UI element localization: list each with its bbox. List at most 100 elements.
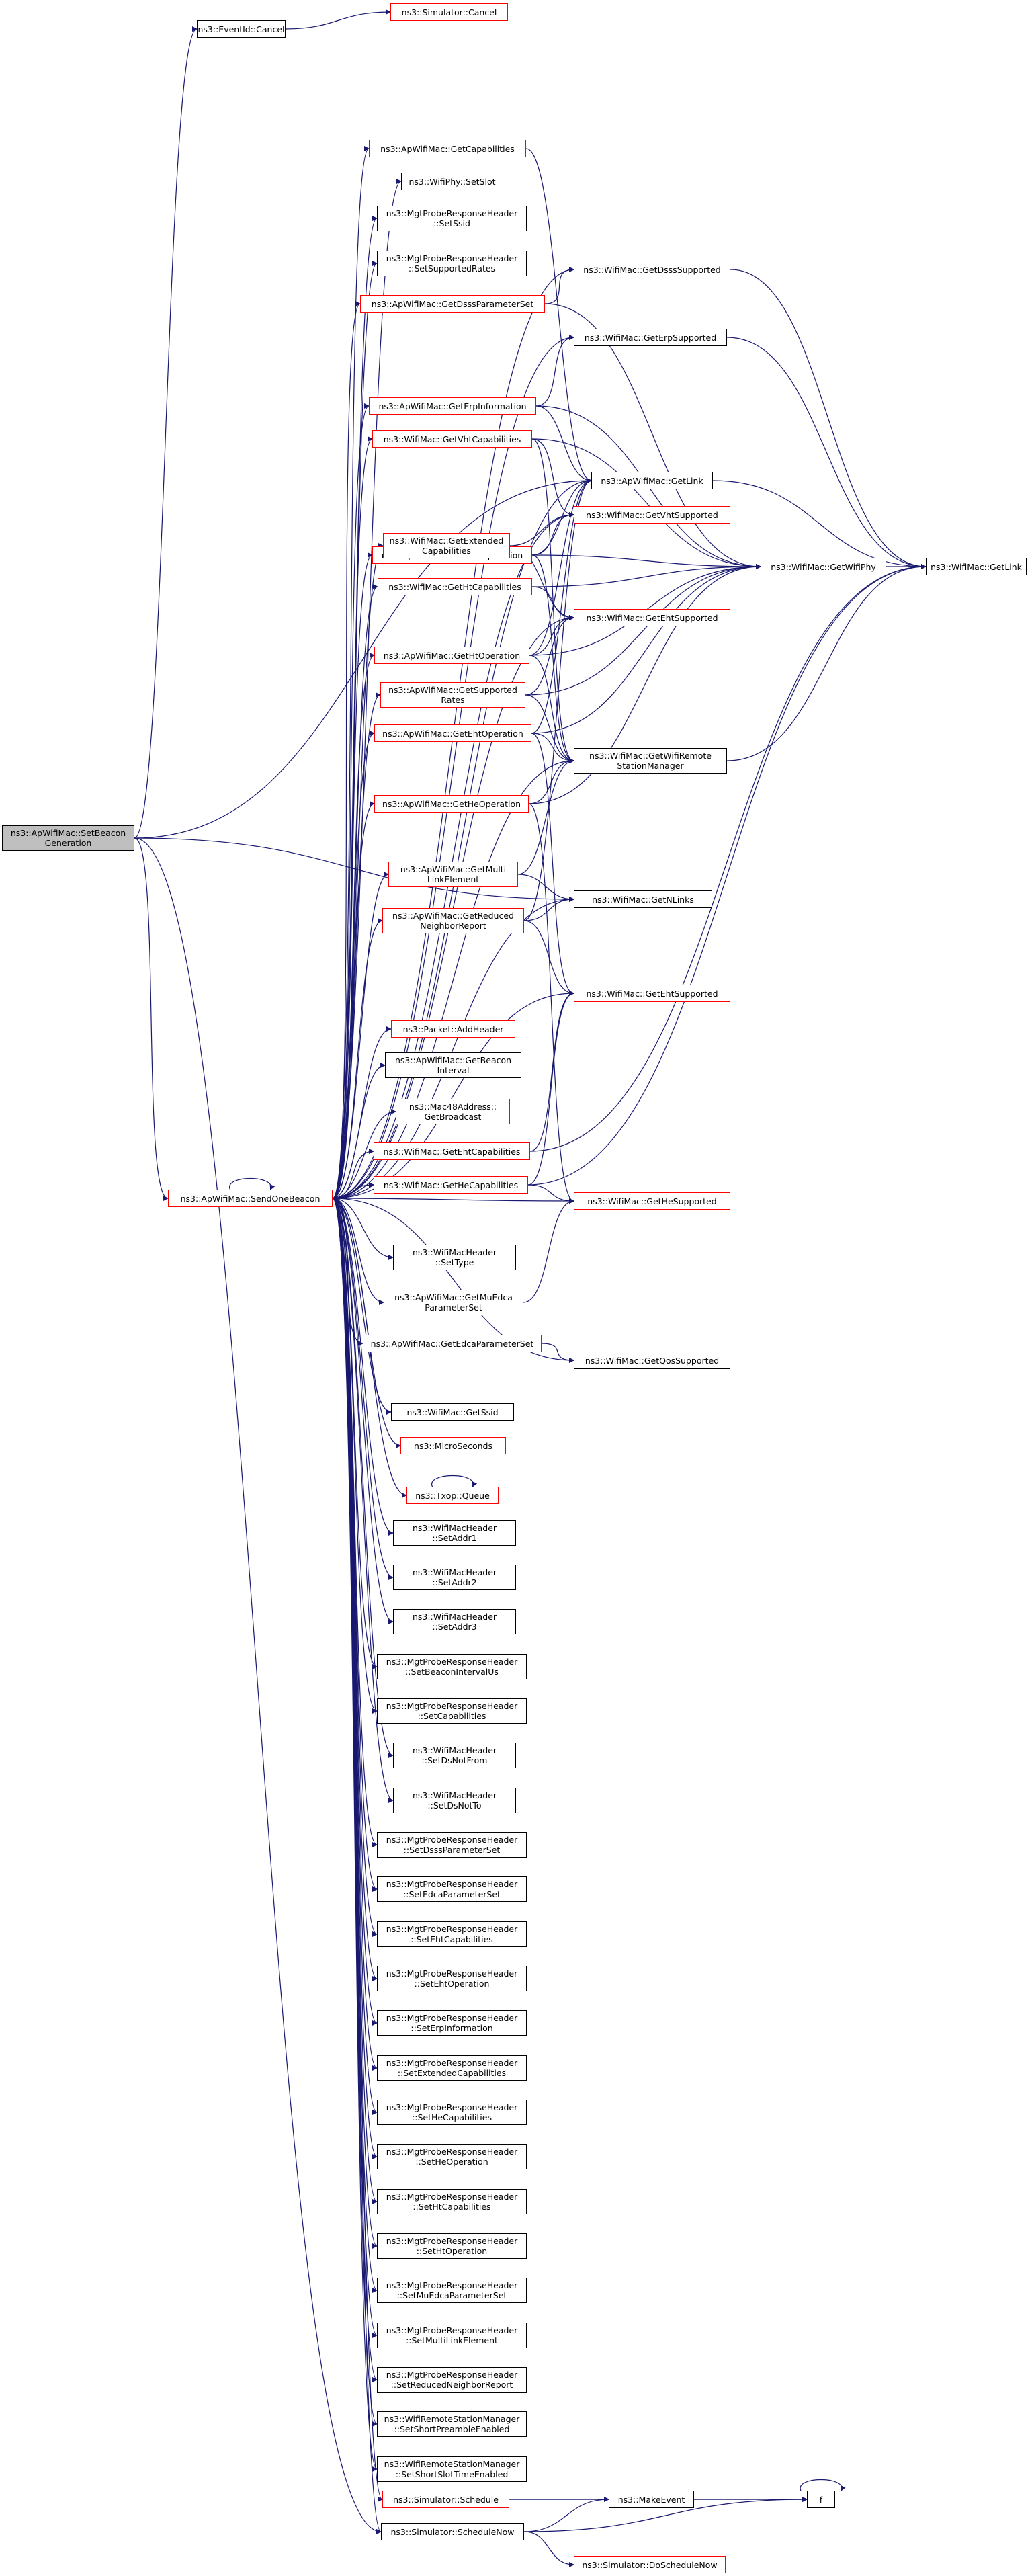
edge-get-vht-op-to-get-vht-supported — [531, 512, 574, 556]
node-add-header[interactable]: ns3::Packet::AddHeader — [391, 1020, 515, 1038]
node-mgt-set-erp[interactable]: ns3::MgtProbeResponseHeader::SetErpInfor… — [377, 2010, 527, 2036]
edge-sim-schedule-now-to-make-event — [523, 2497, 609, 2532]
node-get-ssid[interactable]: ns3::WifiMac::GetSsid — [391, 1403, 514, 1421]
node-get-erp-supported[interactable]: ns3::WifiMac::GetErpSupported — [574, 329, 727, 346]
node-get-nlinks[interactable]: ns3::WifiMac::GetNLinks — [574, 890, 712, 908]
node-get-dsss-supported[interactable]: ns3::WifiMac::GetDsssSupported — [574, 261, 730, 278]
edge-send-one-beacon-to-get-beacon-interval — [332, 1063, 386, 1199]
edge-send-one-beacon-to-get-he-supported — [332, 1198, 574, 1204]
node-txop-queue[interactable]: ns3::Txop::Queue — [406, 1487, 499, 1504]
node-mgt-set-capabilities[interactable]: ns3::MgtProbeResponseHeader::SetCapabili… — [377, 1698, 527, 1724]
node-mgt-set-ext-caps[interactable]: ns3::MgtProbeResponseHeader::SetExtended… — [377, 2055, 527, 2081]
node-mgt-set-reduced-nr[interactable]: ns3::MgtProbeResponseHeader::SetReducedN… — [377, 2367, 527, 2393]
node-label: ::SetExtendedCapabilities — [397, 2068, 507, 2078]
node-get-eht-caps[interactable]: ns3::WifiMac::GetEhtCapabilities — [374, 1142, 530, 1160]
edge-get-supported-rates-to-get-rsm — [525, 694, 574, 763]
node-microseconds[interactable]: ns3::MicroSeconds — [400, 1437, 506, 1454]
node-ap-get-link[interactable]: ns3::ApWifiMac::GetLink — [591, 472, 713, 489]
node-label: ns3::MgtProbeResponseHeader — [386, 2013, 518, 2023]
node-label: ns3::MgtProbeResponseHeader — [386, 2370, 518, 2380]
edge-send-one-beacon-to-mgt-set-capabilities — [332, 1198, 378, 1714]
node-mgt-set-beacon-interval[interactable]: ns3::MgtProbeResponseHeader::SetBeaconIn… — [377, 1654, 527, 1679]
node-get-qos-supported[interactable]: ns3::WifiMac::GetQosSupported — [574, 1352, 730, 1369]
edge-send-one-beacon-to-get-eht-caps — [332, 1149, 374, 1199]
node-mgt-set-mu-edca[interactable]: ns3::MgtProbeResponseHeader::SetMuEdcaPa… — [377, 2278, 527, 2303]
node-get-eht-supported2[interactable]: ns3::WifiMac::GetEhtSupported — [574, 985, 730, 1002]
node-get-broadcast[interactable]: ns3::Mac48Address::GetBroadcast — [396, 1099, 510, 1124]
node-get-erp-info[interactable]: ns3::ApWifiMac::GetErpInformation — [369, 397, 536, 415]
node-label: ns3::MgtProbeResponseHeader — [386, 2325, 518, 2335]
node-get-he-op[interactable]: ns3::ApWifiMac::GetHeOperation — [374, 795, 529, 813]
node-sim-schedule[interactable]: ns3::Simulator::Schedule — [382, 2491, 509, 2508]
node-label: ::SetSsid — [433, 218, 470, 228]
node-label: ns3::ApWifiMac::GetMulti — [400, 864, 507, 874]
node-sim-schedule-now[interactable]: ns3::Simulator::ScheduleNow — [381, 2523, 524, 2540]
node-get-capabilities[interactable]: ns3::ApWifiMac::GetCapabilities — [369, 140, 526, 157]
node-eventid-cancel[interactable]: ns3::EventId::Cancel — [197, 20, 286, 38]
node-set-addr3[interactable]: ns3::WifiMacHeader::SetAddr3 — [393, 1609, 516, 1634]
edge-layer — [134, 9, 927, 2567]
node-mgt-set-he-caps[interactable]: ns3::MgtProbeResponseHeader::SetHeCapabi… — [377, 2100, 527, 2125]
edge-send-one-beacon-to-get-mu-edca — [332, 1198, 384, 1305]
node-mgt-set-ssid[interactable]: ns3::MgtProbeResponseHeader::SetSsid — [377, 206, 527, 231]
node-label: ns3::ApWifiMac::GetErpInformation — [378, 401, 527, 411]
edge-get-vht-op-to-ap-get-link — [531, 478, 592, 556]
node-mgt-set-multi-link[interactable]: ns3::MgtProbeResponseHeader::SetMultiLin… — [377, 2323, 527, 2348]
node-get-vht-supported[interactable]: ns3::WifiMac::GetVhtSupported — [574, 506, 730, 524]
node-label: ::SetReducedNeighborReport — [390, 2380, 513, 2390]
node-f[interactable]: f — [807, 2491, 835, 2508]
edge-send-one-beacon-to-get-rsm — [332, 758, 574, 1199]
node-label: ns3::WifiMac::GetErpSupported — [584, 332, 717, 343]
node-sim-cancel[interactable]: ns3::Simulator::Cancel — [390, 3, 508, 21]
node-label: ns3::WifiMac::GetVhtCapabilities — [383, 433, 521, 444]
node-send-one-beacon[interactable]: ns3::ApWifiMac::SendOneBeacon — [168, 1190, 333, 1207]
node-mgt-set-eht-caps[interactable]: ns3::MgtProbeResponseHeader::SetEhtCapab… — [377, 1921, 527, 1947]
node-set-ds-not-from[interactable]: ns3::WifiMacHeader::SetDsNotFrom — [393, 1743, 516, 1768]
node-mgt-set-edca[interactable]: ns3::MgtProbeResponseHeader::SetEdcaPara… — [377, 1876, 527, 1902]
node-wm-get-link[interactable]: ns3::WifiMac::GetLink — [926, 558, 1027, 575]
node-get-dsss-param[interactable]: ns3::ApWifiMac::GetDsssParameterSet — [360, 295, 545, 313]
node-label: ns3::Simulator::Schedule — [393, 2494, 499, 2505]
node-mgt-set-ht-caps[interactable]: ns3::MgtProbeResponseHeader::SetHtCapabi… — [377, 2189, 527, 2214]
node-mgt-set-supported-rates[interactable]: ns3::MgtProbeResponseHeader::SetSupporte… — [377, 251, 527, 276]
node-make-event[interactable]: ns3::MakeEvent — [609, 2491, 694, 2508]
node-label: ns3::ApWifiMac::GetMuEdca — [394, 1292, 513, 1302]
edge-txop-queue-to-txop-queue — [431, 1474, 478, 1487]
node-get-he-supported[interactable]: ns3::WifiMac::GetHeSupported — [574, 1192, 730, 1210]
node-rsm-short-preamble[interactable]: ns3::WifiRemoteStationManager::SetShortP… — [377, 2411, 527, 2437]
node-rsm-short-slot[interactable]: ns3::WifiRemoteStationManager::SetShortS… — [377, 2456, 527, 2482]
node-set-ds-not-to[interactable]: ns3::WifiMacHeader::SetDsNotTo — [393, 1788, 516, 1813]
node-get-eht-supported[interactable]: ns3::WifiMac::GetEhtSupported — [574, 609, 730, 626]
edge-send-one-beacon-to-get-ssid — [332, 1198, 392, 1415]
edge-get-dsss-param-to-get-dsss-supported — [544, 267, 574, 304]
node-get-edca[interactable]: ns3::ApWifiMac::GetEdcaParameterSet — [363, 1335, 542, 1352]
node-get-wifi-phy[interactable]: ns3::WifiMac::GetWifiPhy — [761, 558, 886, 575]
node-set-slot[interactable]: ns3::WifiPhy::SetSlot — [401, 173, 503, 190]
node-get-ht-caps[interactable]: ns3::WifiMac::GetHtCapabilities — [378, 578, 532, 595]
node-get-ht-op[interactable]: ns3::ApWifiMac::GetHtOperation — [374, 647, 529, 664]
node-label: ns3::WifiMac::GetNLinks — [592, 894, 694, 905]
node-mgt-set-eht-op[interactable]: ns3::MgtProbeResponseHeader::SetEhtOpera… — [377, 1966, 527, 1991]
node-label: ns3::MgtProbeResponseHeader — [386, 1924, 518, 1934]
node-sim-do-schedule-now[interactable]: ns3::Simulator::DoScheduleNow — [574, 2556, 726, 2573]
node-set-addr2[interactable]: ns3::WifiMacHeader::SetAddr2 — [393, 1565, 516, 1590]
node-get-he-caps[interactable]: ns3::WifiMac::GetHeCapabilities — [374, 1176, 528, 1194]
edge-get-mu-edca-to-get-he-supported — [523, 1198, 574, 1303]
edge-get-reduced-nr-to-get-nlinks — [523, 897, 574, 921]
node-mgt-set-ht-op[interactable]: ns3::MgtProbeResponseHeader::SetHtOperat… — [377, 2233, 527, 2259]
node-set-type[interactable]: ns3::WifiMacHeader::SetType — [393, 1245, 516, 1270]
node-label: ParameterSet — [425, 1302, 482, 1313]
node-get-eht-op[interactable]: ns3::ApWifiMac::GetEhtOperation — [374, 724, 531, 742]
node-mgt-set-dsss[interactable]: ns3::MgtProbeResponseHeader::SetDsssPara… — [377, 1832, 527, 1858]
node-mgt-set-he-op[interactable]: ns3::MgtProbeResponseHeader::SetHeOperat… — [377, 2144, 527, 2169]
node-set-addr1[interactable]: ns3::WifiMacHeader::SetAddr1 — [393, 1520, 516, 1546]
node-get-vht-caps[interactable]: ns3::WifiMac::GetVhtCapabilities — [372, 430, 532, 448]
